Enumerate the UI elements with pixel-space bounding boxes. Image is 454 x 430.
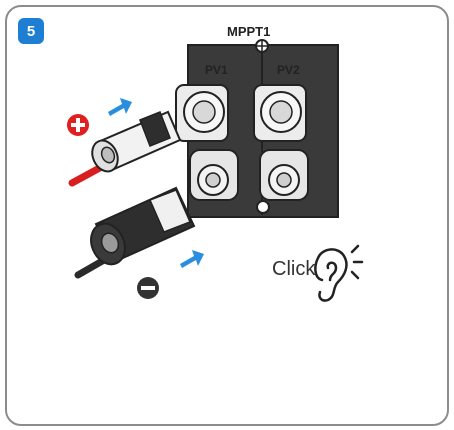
arrow-icon [180,250,204,268]
pv1-label: PV1 [205,63,228,77]
mppt-label: MPPT1 [227,24,270,39]
plus-circle-icon [67,114,89,136]
socket-pv2-bottom [260,150,308,200]
pv2-label: PV2 [277,63,300,77]
socket-pv1-top [176,85,228,141]
ear-icon [315,246,362,301]
arrow-icon [108,98,132,116]
minus-circle-icon [137,277,159,299]
step-number-badge: 5 [18,18,44,44]
negative-connector [78,188,194,275]
click-label: Click [272,258,315,281]
socket-pv2-top [254,85,306,141]
socket-pv1-bottom [190,150,238,200]
